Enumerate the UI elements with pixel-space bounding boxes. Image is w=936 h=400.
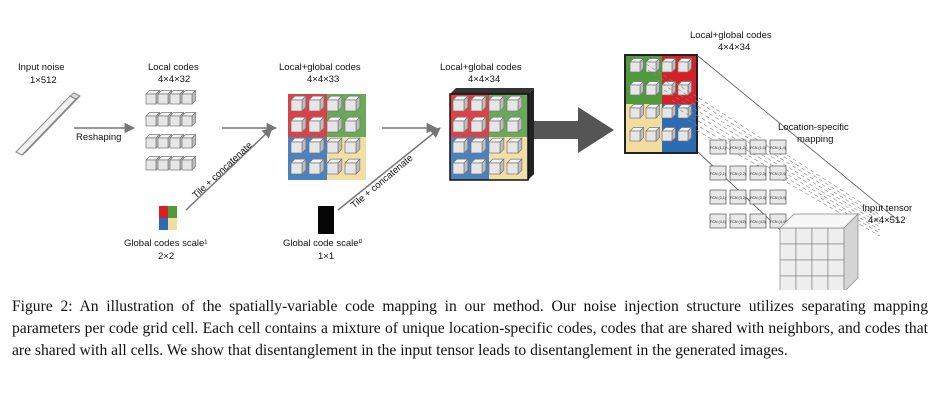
lg34-title: Local+global codes xyxy=(440,62,522,73)
fcn-cell-label: FCN (1,2) xyxy=(730,146,746,150)
tile-arrow-1 xyxy=(185,127,273,211)
fcn-cell-label: FCN (3,2) xyxy=(730,196,746,200)
lg34-dims: 4×4×34 xyxy=(468,74,501,85)
fcn-cell-label: FCN (1,1) xyxy=(710,146,726,150)
lg33-dims: 4×4×33 xyxy=(307,74,340,85)
fcn-cell-label: FCN (4,3) xyxy=(750,220,766,224)
gcs0-dims: 1×1 xyxy=(318,251,335,262)
gcs1-dims: 2×2 xyxy=(158,251,175,262)
fcn-cell-label: FCN (3,3) xyxy=(750,196,766,200)
fcn-cell-label: FCN (4,4) xyxy=(770,220,786,224)
fcn-cell-label: FCN (2,2) xyxy=(730,172,746,176)
lg34-right-dims: 4×4×34 xyxy=(718,42,751,53)
fcn-cell: FCN (4,1) xyxy=(709,213,727,229)
fcn-cell-label: FCN (3,1) xyxy=(710,196,726,200)
input-tensor-title: Input tensor xyxy=(862,203,913,214)
lg34-grid xyxy=(449,88,534,181)
lg33-grid xyxy=(288,94,366,180)
fcn-cell-label: FCN (2,3) xyxy=(750,172,766,176)
fcn-cell-label: FCN (2,1) xyxy=(710,172,726,176)
fcn-cell-label: FCN (1,3) xyxy=(750,146,766,150)
fcn-cell: FCN (4,4) xyxy=(769,213,787,229)
fcn-cell-label: FCN (3,4) xyxy=(770,196,786,200)
lg34-right-block xyxy=(624,54,698,154)
lg34-right-title: Local+global codes xyxy=(690,30,772,41)
global-code-scale0 xyxy=(318,206,334,234)
fcn-grid: FCN (1,1) FCN (1,2) FCN (1,3) FCN (1,4) FCN … xyxy=(709,139,787,229)
fcn-cell: FCN (3,3) xyxy=(749,189,767,205)
local-codes-title: Local codes xyxy=(148,62,199,73)
local-codes-dims: 4×4×32 xyxy=(158,74,191,85)
lg33-title: Local+global codes xyxy=(279,62,361,73)
fcn-cell: FCN (1,3) xyxy=(749,139,767,155)
reshaping-label: Reshaping xyxy=(76,132,122,143)
global-codes-scale1 xyxy=(159,206,177,230)
input-tensor-block xyxy=(779,213,859,293)
fcn-cell: FCN (3,4) xyxy=(769,189,787,205)
input-noise-dims: 1×512 xyxy=(30,75,57,86)
big-arrow xyxy=(528,107,614,153)
fcn-cell: FCN (2,3) xyxy=(749,165,767,181)
fcn-cell-label: FCN (1,4) xyxy=(770,146,786,150)
fcn-cell: FCN (1,4) xyxy=(769,139,787,155)
input-noise-bar xyxy=(15,92,81,156)
fcn-cell: FCN (2,4) xyxy=(769,165,787,181)
fcn-cell-label: FCN (4,1) xyxy=(710,220,726,224)
fcn-cell: FCN (2,2) xyxy=(729,165,747,181)
lsm-line1: Location-specific xyxy=(778,122,849,133)
fcn-cell: FCN (3,2) xyxy=(729,189,747,205)
gcs1-title: Global codes scale¹ xyxy=(124,238,208,249)
tile-arrow-2 xyxy=(337,127,441,211)
fcn-cell: FCN (4,3) xyxy=(749,213,767,229)
fcn-cell-label: FCN (4,2) xyxy=(730,220,746,224)
figure-diagram: FCN (1,1) FCN (1,2) FCN (1,3) FCN (1,4) FCN … xyxy=(15,54,901,295)
lsm-line2: mapping xyxy=(797,134,834,145)
gcs0-title: Global code scale⁰ xyxy=(283,238,363,249)
input-noise-title: Input noise xyxy=(18,62,65,73)
fcn-cell: FCN (1,2) xyxy=(729,139,747,155)
fcn-cell: FCN (2,1) xyxy=(709,165,727,181)
input-tensor-dims: 4×4×512 xyxy=(868,215,906,226)
figure: FCN (1,1) FCN (1,2) FCN (1,3) FCN (1,4) FCN … xyxy=(15,30,913,295)
fcn-cell: FCN (4,2) xyxy=(729,213,747,229)
local-codes-grid xyxy=(145,89,197,171)
fcn-cell: FCN (3,1) xyxy=(709,189,727,205)
fcn-cell-label: FCN (2,4) xyxy=(770,172,786,176)
fcn-cell: FCN (1,1) xyxy=(709,139,727,155)
figure-caption: Figure 2: An illustration of the spatial… xyxy=(12,298,928,359)
